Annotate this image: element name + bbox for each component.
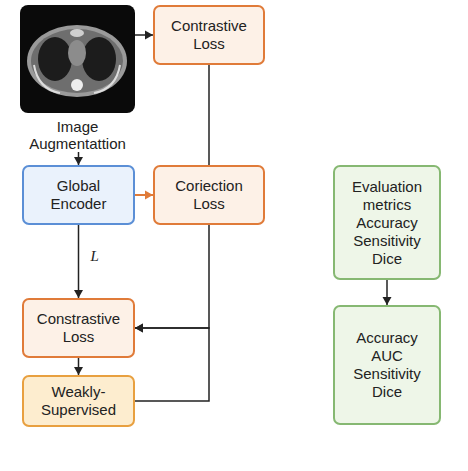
node-text: Accuracy AUC Sensitivity Dice bbox=[340, 329, 434, 401]
node-text: Coriection Loss bbox=[160, 177, 258, 213]
connector bbox=[135, 31, 153, 40]
node-text: Constrastive Loss bbox=[29, 310, 128, 346]
connector bbox=[209, 65, 210, 165]
node-text: Weakly-Supervised bbox=[29, 383, 128, 419]
ct-scan-image bbox=[20, 5, 135, 113]
metrics-box: Accuracy AUC Sensitivity Dice bbox=[333, 305, 441, 425]
encoder-box: Global Encoder bbox=[22, 165, 135, 225]
node-text: Global Encoder bbox=[29, 177, 128, 213]
node-text: Evaluation metrics Accuracy Sensitivity … bbox=[340, 178, 434, 268]
connector bbox=[135, 225, 209, 333]
connector bbox=[135, 191, 153, 200]
connector bbox=[74, 225, 83, 298]
connector bbox=[74, 358, 83, 375]
node-text: Contrastive Loss bbox=[160, 17, 258, 53]
image-node: Image Augmentattion bbox=[20, 5, 135, 152]
node-text: Image Augmentattion bbox=[20, 118, 135, 152]
variable-label: L bbox=[89, 248, 101, 265]
connector bbox=[383, 280, 392, 305]
loss-box: Coriection Loss bbox=[153, 165, 265, 225]
connector bbox=[74, 152, 83, 165]
supervision-box: Weakly-Supervised bbox=[22, 375, 135, 427]
metrics-box: Evaluation metrics Accuracy Sensitivity … bbox=[333, 165, 441, 280]
loss-box: Constrastive Loss bbox=[22, 298, 135, 358]
loss-box: Contrastive Loss bbox=[153, 5, 265, 65]
connector bbox=[135, 324, 209, 402]
